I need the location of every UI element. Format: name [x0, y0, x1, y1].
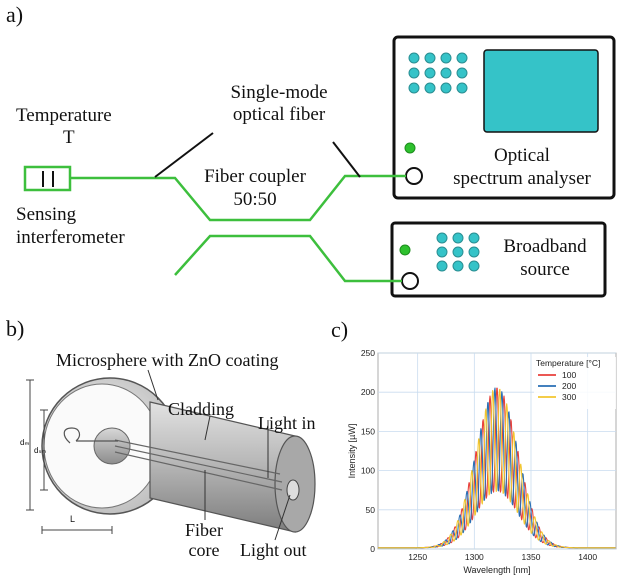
panel-a-label: a)	[6, 2, 24, 27]
fiber-label-line1: Single-mode	[230, 82, 328, 103]
temperature-symbol: T	[63, 127, 75, 148]
osa-label-line1: Optical	[494, 145, 550, 166]
x-tick-label: 1300	[465, 552, 484, 562]
y-axis-label: Intensity [µW]	[347, 424, 357, 479]
x-tick-label: 1350	[522, 552, 541, 562]
y-tick-label: 150	[361, 426, 375, 436]
legend-entry: 300	[562, 392, 576, 402]
fiber-label-line2: optical fiber	[232, 104, 326, 125]
fiber-callout-right	[332, 141, 361, 178]
osa-led	[404, 142, 416, 154]
panel-b-label: b)	[6, 316, 25, 341]
x-axis-label: Wavelength [nm]	[463, 565, 530, 575]
osa-label-line2: spectrum analyser	[453, 168, 591, 189]
light-out-label: Light out	[240, 540, 307, 560]
cladding-label: Cladding	[168, 399, 234, 419]
legend-entry: 200	[562, 381, 576, 391]
source-led	[399, 244, 411, 256]
sensing-label-line1: Sensing	[16, 204, 77, 225]
fiber-core-inside	[93, 427, 131, 465]
light-in-label: Light in	[258, 413, 316, 433]
sensing-label-line2: interferometer	[16, 227, 125, 248]
temperature-label: Temperature	[16, 105, 112, 126]
fiber-core-label-line1: Fiber	[185, 520, 223, 540]
x-tick-label: 1250	[408, 552, 427, 562]
fiber-upper	[70, 174, 406, 222]
coupler-ratio: 50:50	[233, 189, 277, 210]
x-tick-label: 1400	[578, 552, 597, 562]
microsphere-label: Microsphere with ZnO coating	[56, 350, 279, 370]
dimension-d-fiber: dₛₘ	[34, 446, 47, 455]
legend-title: Temperature [°C]	[536, 358, 600, 368]
dimension-d-sphere: dₘ	[20, 438, 30, 447]
fiber-core-label-line2: core	[188, 540, 220, 560]
fiber-callout-left	[154, 132, 214, 178]
y-tick-label: 200	[361, 387, 375, 397]
fiber-lower	[174, 234, 402, 283]
y-tick-label: 50	[366, 505, 376, 515]
y-tick-label: 250	[361, 348, 375, 358]
legend-box	[534, 357, 616, 409]
source-label-line1: Broadband	[503, 236, 587, 257]
y-tick-label: 100	[361, 466, 375, 476]
panel-c-label: c)	[331, 317, 349, 342]
source-label-line2: source	[520, 259, 570, 280]
microsphere-diagram	[26, 369, 316, 541]
source-knobs	[436, 232, 480, 272]
osa-knobs	[408, 52, 468, 94]
series-line-300	[377, 388, 616, 549]
dimension-L: L	[70, 514, 76, 524]
legend-entry: 100	[562, 370, 576, 380]
coupler-label-line1: Fiber coupler	[204, 166, 306, 187]
y-tick-label: 0	[370, 544, 375, 554]
setup-diagram	[23, 35, 616, 298]
osa-screen	[483, 49, 599, 133]
